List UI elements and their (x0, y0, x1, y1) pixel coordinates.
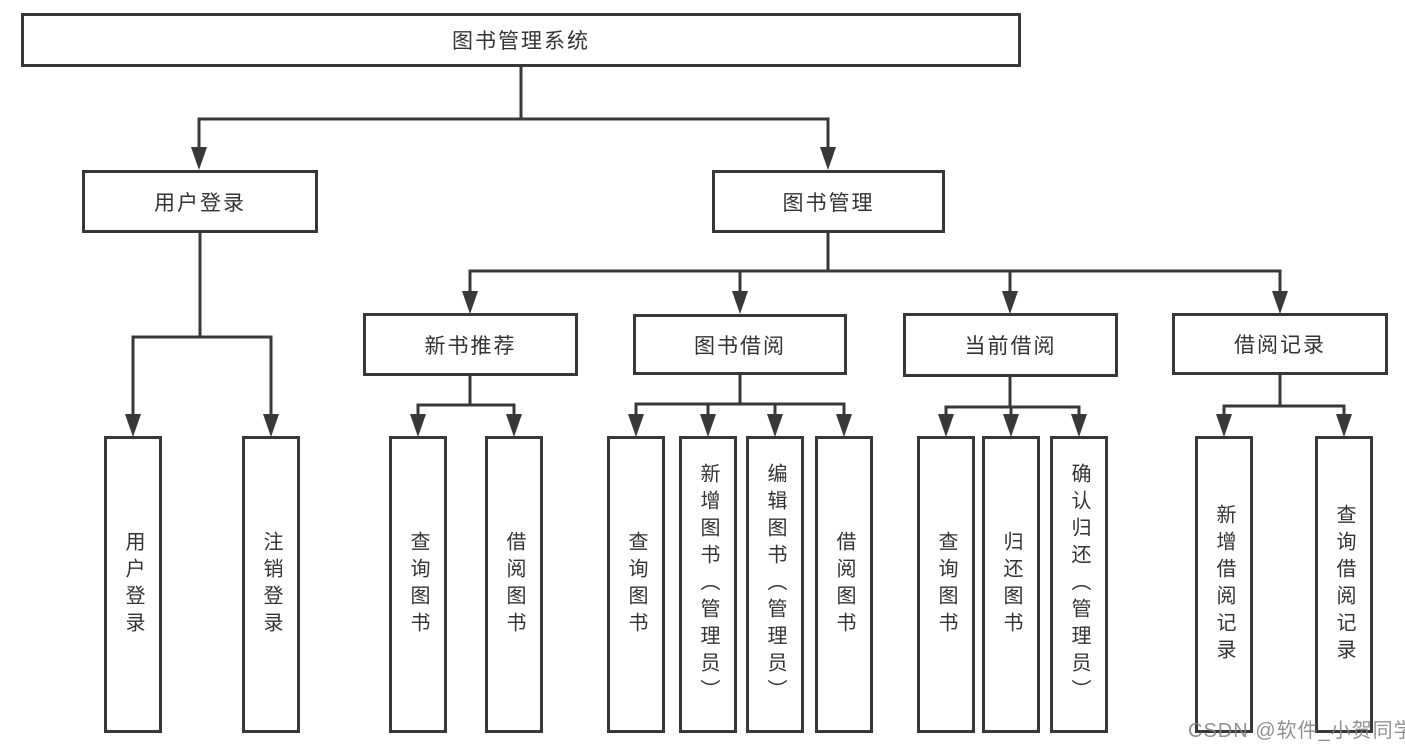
node-user-login: 用户登录 (82, 170, 318, 233)
leaf-return-book: 归还图书 (982, 436, 1040, 733)
node-borrowing-records: 借阅记录 (1172, 313, 1388, 375)
leaf-query-borrow-record: 查询借阅记录 (1315, 436, 1373, 733)
node-library-management-system: 图书管理系统 (21, 13, 1021, 67)
leaf-edit-book-admin: 编辑图书（管理员） (746, 436, 804, 733)
leaf-user-login: 用户登录 (104, 436, 162, 733)
node-current-borrowing: 当前借阅 (903, 313, 1118, 377)
leaf-confirm-return-admin: 确认归还（管理员） (1050, 436, 1108, 733)
node-new-book-recommendation: 新书推荐 (363, 313, 578, 376)
leaf-query-books-current: 查询图书 (917, 436, 975, 733)
leaf-borrow-books-borrowing: 借阅图书 (815, 436, 873, 733)
leaf-logout: 注销登录 (242, 436, 300, 733)
watermark: CSDN @软件_小贺同学 (1188, 720, 1405, 742)
leaf-add-borrow-record: 新增借阅记录 (1195, 436, 1253, 733)
leaf-add-book-admin: 新增图书（管理员） (679, 436, 737, 733)
leaf-borrow-books-recommend: 借阅图书 (485, 436, 543, 733)
node-book-management: 图书管理 (712, 170, 945, 233)
leaf-query-books-borrowing: 查询图书 (607, 436, 665, 733)
node-book-borrowing: 图书借阅 (633, 314, 847, 375)
leaf-query-books-recommend: 查询图书 (389, 436, 447, 733)
